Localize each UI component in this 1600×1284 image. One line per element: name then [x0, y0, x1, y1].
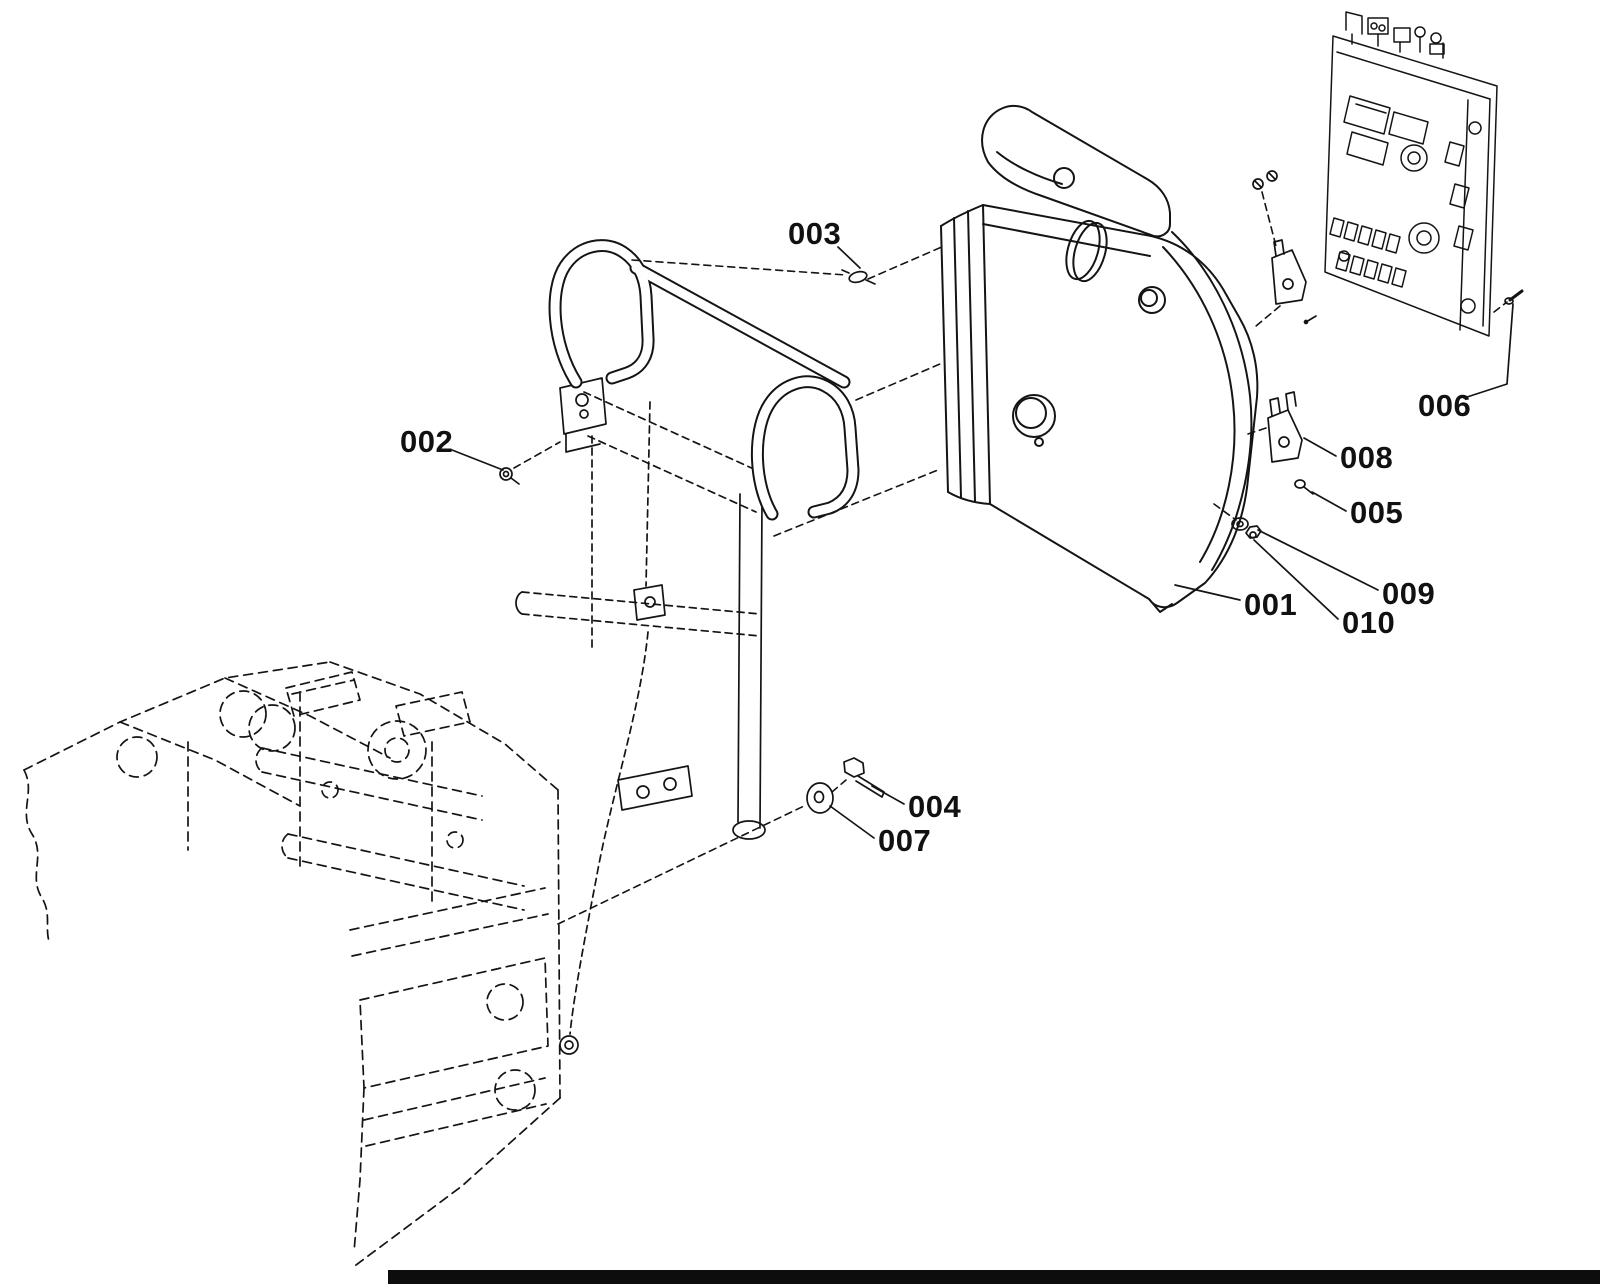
bottom-scan-bar [388, 1270, 1600, 1284]
callout-009: 009 [1382, 576, 1436, 611]
washer-007 [806, 782, 834, 814]
pin-006 [1504, 289, 1524, 305]
clip-bracket-008 [1267, 391, 1303, 463]
machine-frame-phantom [23, 661, 561, 1269]
leader-010 [1253, 539, 1339, 620]
assembly-axes [513, 191, 1508, 925]
mount-bracket-assembly [515, 377, 766, 1055]
callout-001: 001 [1244, 587, 1298, 622]
callout-007: 007 [878, 823, 932, 858]
callout-006: 006 [1418, 388, 1472, 423]
bolt-003 [841, 269, 876, 285]
nut-010 [1245, 525, 1262, 539]
callout-008: 008 [1340, 440, 1394, 475]
callout-010: 010 [1342, 605, 1396, 640]
cover-panel [940, 104, 1259, 613]
fasteners [499, 170, 1524, 814]
leader-009 [1257, 529, 1379, 591]
screw-002 [499, 467, 520, 485]
leader-001 [1174, 584, 1241, 601]
leader-003 [837, 246, 861, 269]
handle-tubes [548, 239, 860, 521]
leader-006 [1463, 303, 1514, 399]
leader-002 [451, 449, 504, 471]
callout-002: 002 [400, 424, 454, 459]
electrical-box [1324, 11, 1498, 337]
upper-clip-bracket [1252, 170, 1317, 325]
screw-005 [1294, 479, 1314, 495]
washer-009 [1231, 517, 1249, 531]
leader-lines [451, 246, 1514, 839]
leader-008 [1303, 437, 1337, 457]
leader-004 [871, 785, 905, 805]
callout-004: 004 [908, 789, 962, 824]
bolt-004 [843, 757, 885, 798]
leader-007 [829, 805, 875, 839]
callout-005: 005 [1350, 495, 1404, 530]
callout-003: 003 [788, 216, 842, 251]
leader-005 [1311, 491, 1347, 512]
